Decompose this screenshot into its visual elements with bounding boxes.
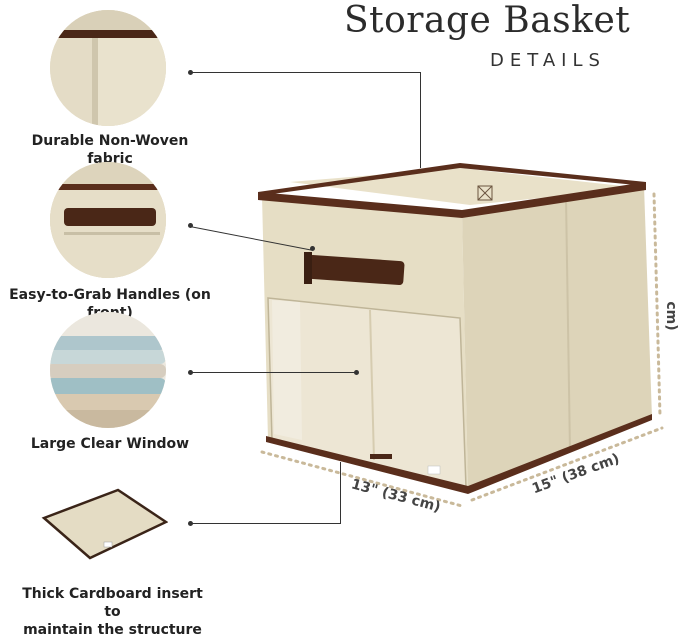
window-thumbnail: [50, 312, 166, 428]
connector-insert-vertical: [340, 462, 341, 524]
connector-dot-window-end: [354, 370, 359, 375]
storage-basket-illustration: [258, 163, 664, 508]
connector-dot-handles: [188, 223, 193, 228]
handle-thumbnail: [50, 162, 166, 278]
connector-dot-window: [188, 370, 193, 375]
connector-insert: [190, 523, 340, 524]
connector-window: [190, 372, 356, 373]
connector-dot-fabric: [188, 70, 193, 75]
insert-thumbnail: [38, 488, 169, 560]
dimension-height-label: 13" (33 cm): [663, 301, 679, 331]
connector-dot-handles-end: [310, 246, 315, 251]
page-subtitle: DETAILS: [490, 50, 606, 71]
connector-fabric: [190, 72, 420, 73]
connector-dot-insert: [188, 521, 193, 526]
connector-fabric-vertical: [420, 72, 421, 168]
feature-label-window: Large Clear Window: [30, 436, 190, 452]
fabric-thumbnail: [50, 10, 166, 126]
page-title: Storage Basket: [344, 0, 631, 41]
